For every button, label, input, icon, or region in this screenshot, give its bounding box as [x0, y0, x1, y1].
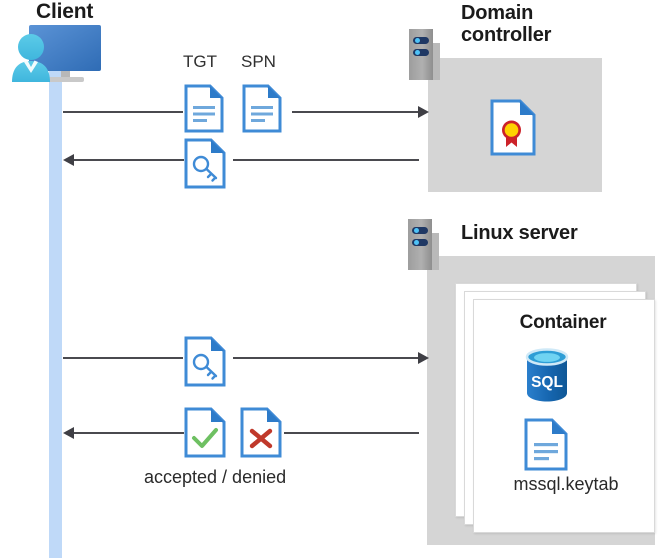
- request-document-key-icon: [184, 336, 226, 387]
- sql-database-icon: SQL: [524, 348, 570, 402]
- denied-document-cross-icon: [240, 407, 282, 458]
- message-4-arrowhead: [63, 427, 74, 439]
- certificate-doc-icon: [490, 99, 536, 156]
- spn-label: SPN: [241, 52, 276, 71]
- keytab-file-label: mssql.keytab: [513, 474, 619, 494]
- message-3-line-left: [63, 357, 183, 359]
- message-4-line-left: [74, 432, 184, 434]
- client-computer-user-icon: [8, 23, 120, 85]
- linux-server-label: Linux server: [461, 222, 578, 244]
- accepted-document-check-icon: [184, 407, 226, 458]
- linux-server-server-rack-icon: [408, 219, 439, 270]
- message-2-line-left: [74, 159, 184, 161]
- keytab-document-lines-icon: [524, 418, 568, 471]
- tgt-label: TGT: [183, 52, 217, 71]
- domain-controller-label: Domain controller: [461, 2, 641, 47]
- svg-text:SQL: SQL: [531, 374, 563, 391]
- client-label: Client: [36, 0, 94, 23]
- message-4-line-right: [284, 432, 419, 434]
- service-ticket-document-key-icon: [184, 138, 226, 189]
- message-1-arrowhead: [418, 106, 429, 118]
- message-2-line-right: [233, 159, 419, 161]
- domain-controller-label-line1: Domain: [461, 2, 534, 24]
- client-lifeline: [49, 62, 62, 558]
- container-card-front: [473, 299, 655, 533]
- domain-controller-label-line2: controller: [461, 24, 552, 47]
- message-1-line-left: [63, 111, 183, 113]
- message-3-arrowhead: [418, 352, 429, 364]
- spn-document-lines-icon: [242, 84, 282, 133]
- domain-controller-server-rack-icon: [409, 29, 440, 80]
- accepted-denied-caption: accepted / denied: [144, 467, 287, 487]
- tgt-document-lines-icon: [184, 84, 224, 133]
- message-3-line-right: [233, 357, 419, 359]
- container-label: Container: [519, 312, 607, 333]
- message-1-line-right: [292, 111, 419, 113]
- message-2-arrowhead: [63, 154, 74, 166]
